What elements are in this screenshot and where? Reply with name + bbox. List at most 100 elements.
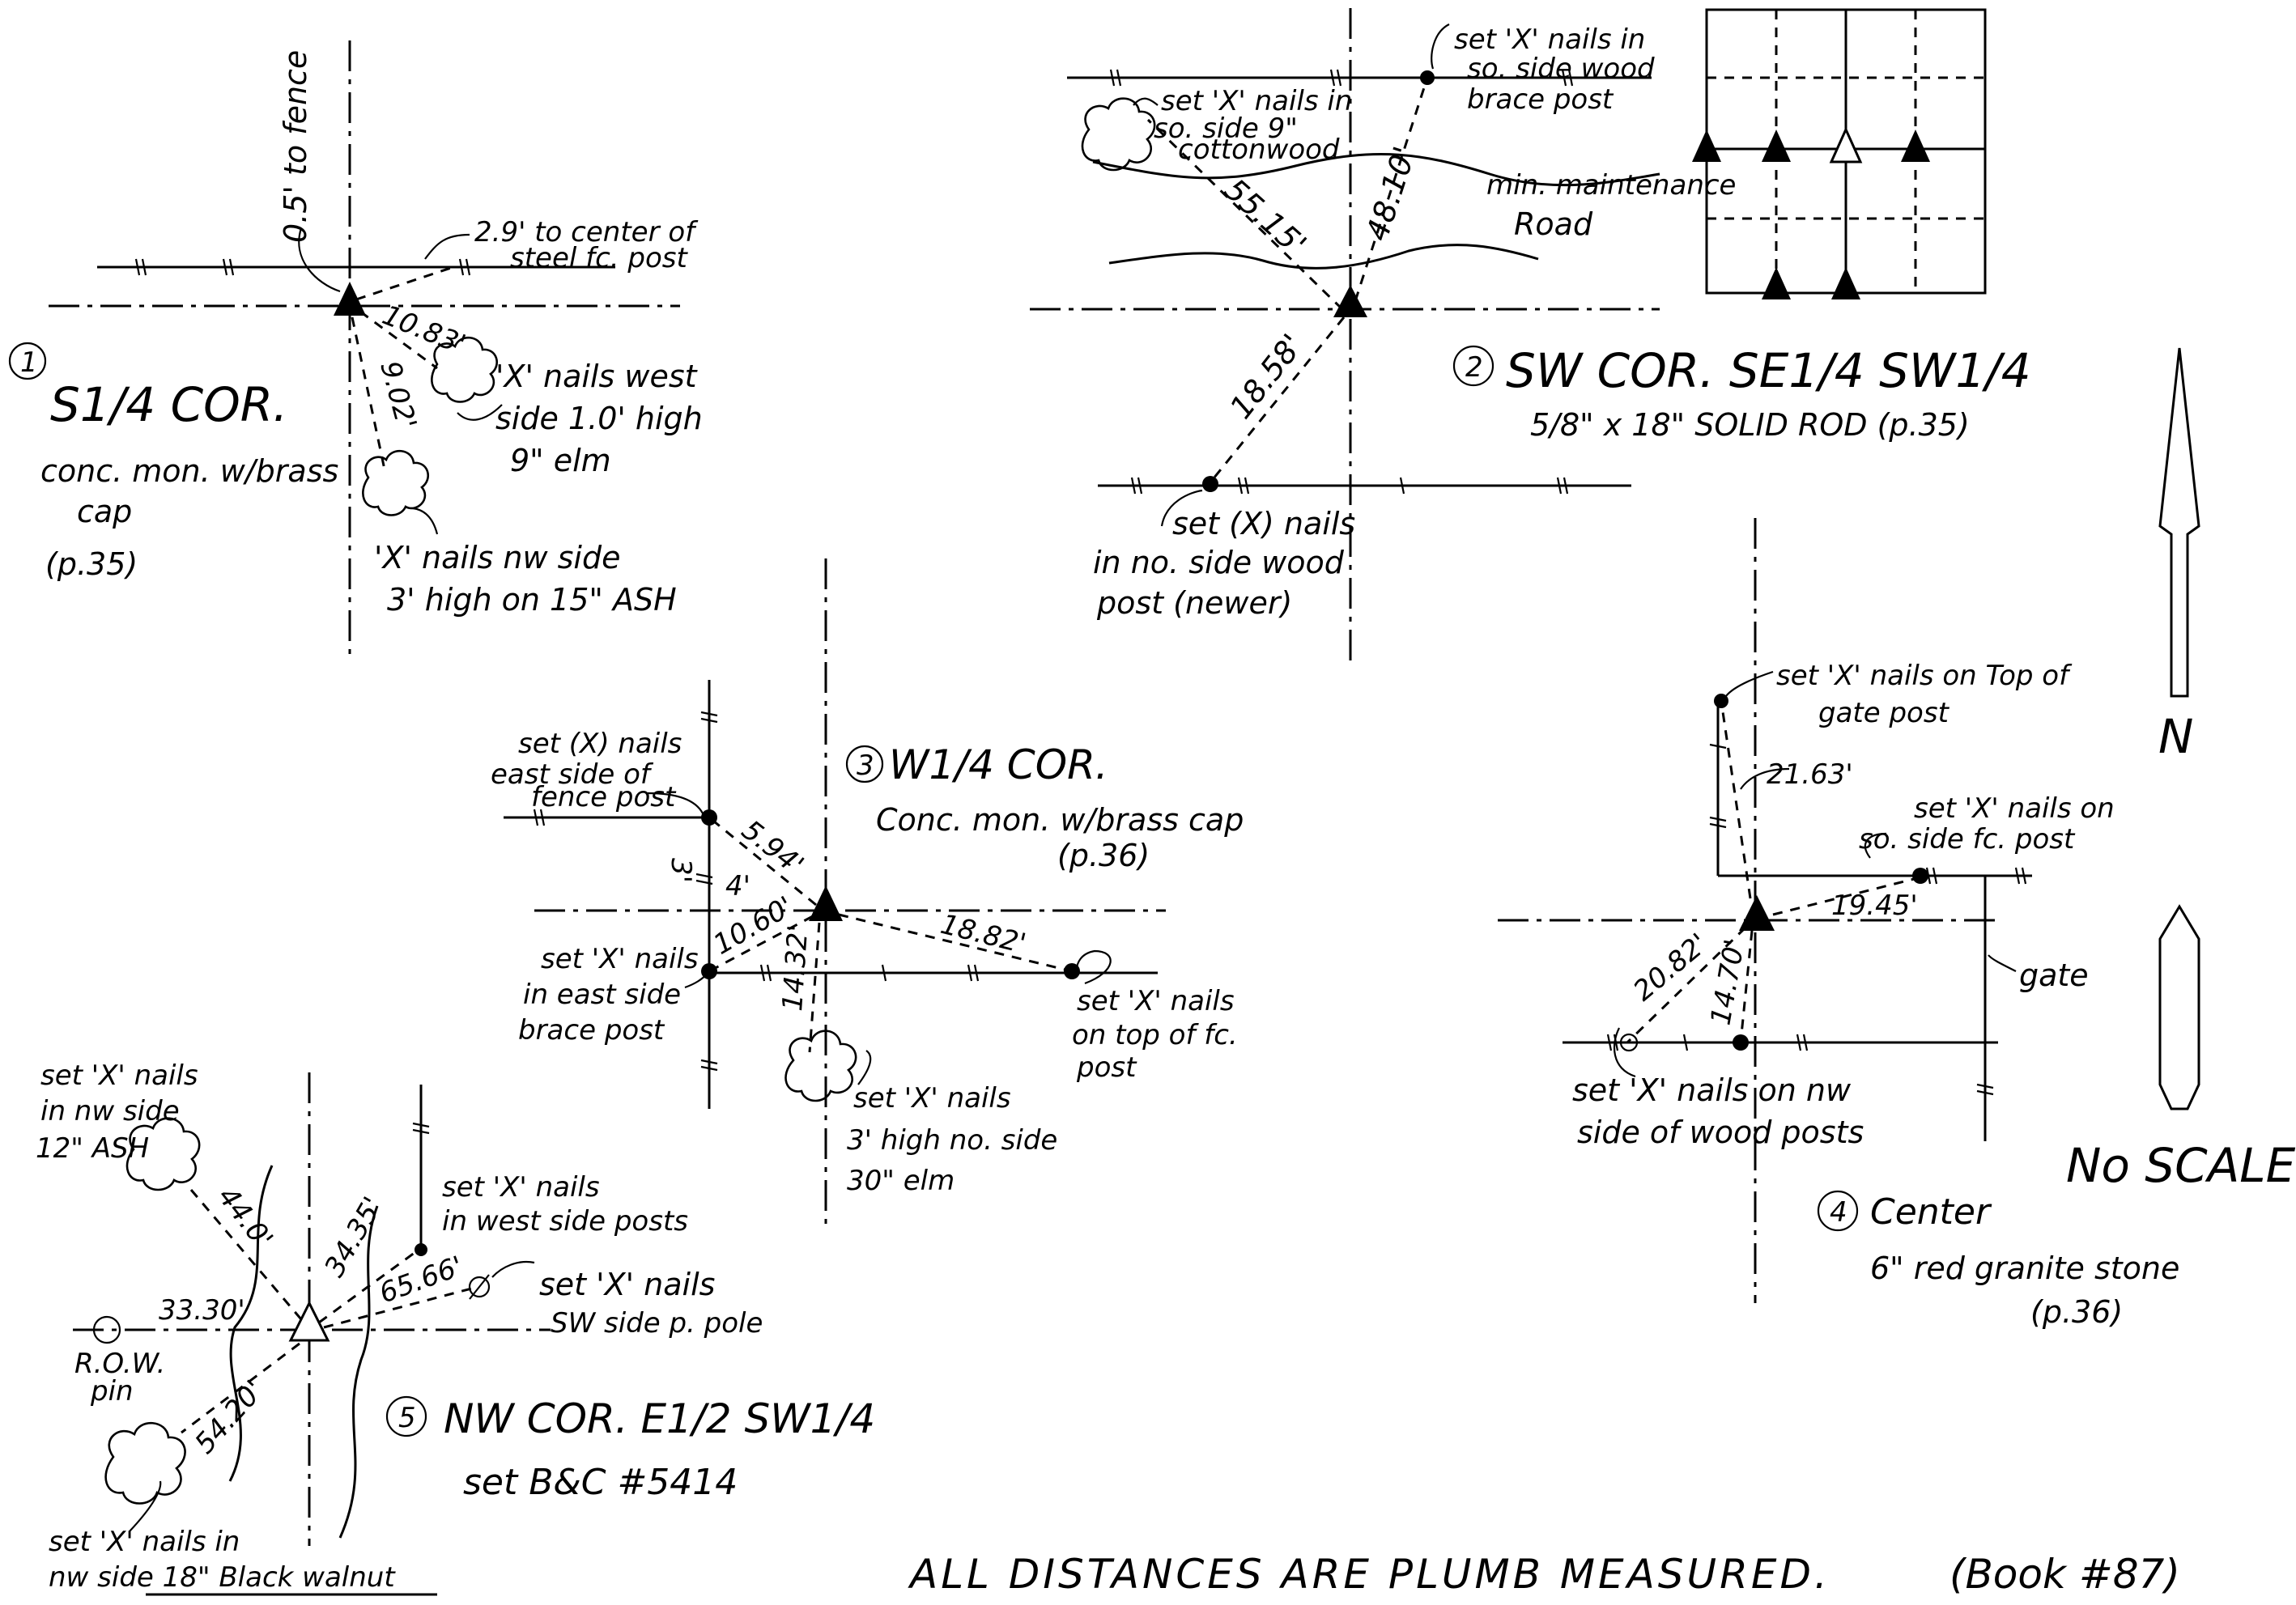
- corner-5-ash-note-1: set 'X' nails: [40, 1059, 198, 1092]
- corner-3-fence-post-point: [701, 809, 717, 826]
- north-arrow-top-blade: [2158, 347, 2200, 698]
- corner-3-fence-ticks: [533, 711, 980, 1072]
- section-key-marker-1: [1692, 130, 1721, 162]
- corner-2-sketch: set 'X' nails in so. side 9" cottonwood …: [1030, 8, 2031, 664]
- corner-4-fc-post-point: [1912, 868, 1928, 884]
- corner-1-elm-tree-icon: [431, 336, 499, 403]
- corner-4-gate-distance: 21.63': [1767, 758, 1853, 791]
- corner-1-number-circle: [8, 342, 47, 380]
- corner-3-desc: Conc. mon. w/brass cap: [876, 802, 1244, 838]
- corner-2-monument-triangle: [1333, 285, 1367, 317]
- corner-1-fence-arrow: [298, 227, 341, 293]
- corner-2-road-note-1: min. maintenance: [1486, 169, 1736, 202]
- corner-2-brace-post-point: [1420, 70, 1435, 85]
- corner-1-elm-note-1: 'X' nails west: [495, 359, 699, 394]
- corner-5-right-wavy-line: [338, 1205, 379, 1539]
- corner-2-post-arrow: [1160, 489, 1203, 527]
- corner-2-brace-arrow: [1431, 23, 1450, 70]
- corner-2-north-fence-ticks: [1109, 69, 1574, 87]
- corner-4-number-circle: [1817, 1190, 1859, 1232]
- corner-1-ash-note-2: 3' high on 15" ASH: [387, 582, 677, 618]
- corner-4-fence-ticks: [1606, 743, 2027, 1096]
- corner-3-elm-note-1: set 'X' nails: [853, 1082, 1011, 1115]
- corner-3-fc-note-2: on top of fc.: [1072, 1019, 1238, 1051]
- corner-4-tie-gate-post: [1720, 700, 1752, 899]
- corner-2-brace-note-1: set 'X' nails in: [1454, 23, 1645, 56]
- corner-1-sketch: 0.5' to fence 2.9' to center of steel fc…: [8, 40, 703, 656]
- corner-1-page: (p.35): [45, 546, 138, 582]
- corner-5-ash-note-2: in nw side: [40, 1095, 180, 1127]
- corner-5-tie-post: [318, 1246, 422, 1324]
- section-key-grid: [1692, 8, 1987, 299]
- corner-2-brace-note-2: so. side wood: [1467, 53, 1655, 85]
- corner-2-post-note-1: set (X) nails: [1172, 506, 1355, 541]
- corner-1-post-distance-cont: steel fc. post: [510, 242, 689, 274]
- corner-1-elm-distance: 10.83': [378, 299, 470, 361]
- corner-2-tie-brace-post: [1354, 77, 1429, 302]
- corner-1-ash-arrow: [412, 507, 439, 535]
- north-arrow-label: N: [2158, 709, 2193, 764]
- corner-3-fc-note-1: set 'X' nails: [1077, 985, 1235, 1017]
- corner-2-brace-distance: 48.10': [1359, 142, 1423, 245]
- corner-3-elm-arrow: [857, 1050, 872, 1085]
- north-arrow-bottom-blade: [2158, 904, 2200, 1110]
- corner-4-gate-arrow: [1988, 954, 2017, 972]
- corner-5-post-point: [415, 1243, 427, 1256]
- north-arrow: N: [2158, 347, 2200, 1110]
- corner-4-nw-distance-1: 20.82': [1627, 928, 1714, 1008]
- corner-4-title: Center: [1870, 1191, 1992, 1233]
- corner-3-offset-4: 4': [725, 870, 750, 902]
- corner-3-monument-triangle: [809, 885, 843, 921]
- corner-3-tie-fence-post: [708, 816, 817, 907]
- corner-2-road-note-2: Road: [1514, 206, 1593, 242]
- section-key-marker-4: [1901, 130, 1930, 162]
- corner-1-post-arrow: [424, 233, 470, 260]
- corner-4-desc: 6" red granite stone: [1870, 1250, 2179, 1286]
- corner-4-gate-post-point: [1714, 694, 1728, 708]
- corner-1-desc-2: cap: [77, 494, 132, 529]
- corner-3-tie-brace-post: [708, 915, 814, 973]
- corner-5-desc: set B&C #5414: [463, 1462, 738, 1503]
- corner-4-number: 4: [1830, 1196, 1847, 1229]
- corner-3-elm-note-3: 30" elm: [847, 1165, 955, 1197]
- corner-2-post-note-3: post (newer): [1096, 585, 1292, 621]
- corner-2-post-note-2: in no. side wood: [1093, 545, 1345, 580]
- corner-3-fc-arrow: [1075, 949, 1112, 985]
- corner-3-elm-distance: 14.32': [776, 924, 814, 1012]
- corner-1-fence-distance: 0.5' to fence: [278, 50, 313, 243]
- corner-4-wood-post-note-1: set 'X' nails on nw: [1572, 1072, 1852, 1108]
- corner-5-walnut-note-1: set 'X' nails in: [49, 1526, 240, 1558]
- corner-5-post-note-1: set 'X' nails: [442, 1171, 600, 1204]
- corner-4-fc-arrow: [1864, 832, 1887, 859]
- corner-4-tie-wood-post-2: [1739, 930, 1754, 1043]
- corner-3-fc-distance: 18.82': [938, 908, 1029, 961]
- corner-5-row-distance: 33.30': [159, 1294, 245, 1327]
- footer-note: ALL DISTANCES ARE PLUMB MEASURED.: [908, 1551, 1830, 1598]
- corner-5-walnut-distance: 54.20': [189, 1374, 270, 1460]
- corner-3-fence-post-note-2: east side of: [491, 758, 654, 791]
- corner-5-ash-distance: 44.0': [211, 1181, 279, 1255]
- corner-4-tie-fc-post: [1772, 876, 1921, 916]
- corner-5-post-tick-2: [412, 1128, 430, 1135]
- corner-3-title: W1/4 COR.: [889, 741, 1108, 788]
- corner-2-tie-cottonwood: [1146, 118, 1344, 311]
- corner-1-tie-post: [355, 265, 454, 301]
- corner-1-desc-1: conc. mon. w/brass: [40, 453, 338, 489]
- corner-3-tie-elm: [808, 922, 821, 1053]
- corner-2-title: SW COR. SE1/4 SW1/4: [1506, 343, 2031, 398]
- corner-1-ash-distance: 9.02': [373, 358, 423, 433]
- corner-3-elm-tree-icon: [784, 1030, 857, 1102]
- corner-4-wood-post-point-1: [1619, 1033, 1639, 1052]
- corner-3-fence-post-note-3: fence post: [531, 781, 677, 813]
- corner-2-cottonwood-note-3: cottonwood: [1178, 134, 1340, 166]
- corner-5-post-distance: 34.35': [318, 1191, 389, 1282]
- corner-1-tie-elm: [359, 310, 438, 370]
- corner-2-cottonwood-tree-icon: [1081, 97, 1156, 172]
- corner-4-gate-label: gate: [2019, 957, 2089, 993]
- corner-5-sketch: set 'X' nails in nw side 12" ASH 44.0' 3…: [36, 1059, 875, 1596]
- corner-5-left-wavy-line: [228, 1165, 274, 1482]
- corner-5-pole-distance: 65.66': [375, 1250, 467, 1310]
- corner-4-gate-note-1: set 'X' nails on Top of: [1776, 660, 2073, 692]
- corner-1-post-distance: 2.9' to center of: [474, 216, 699, 248]
